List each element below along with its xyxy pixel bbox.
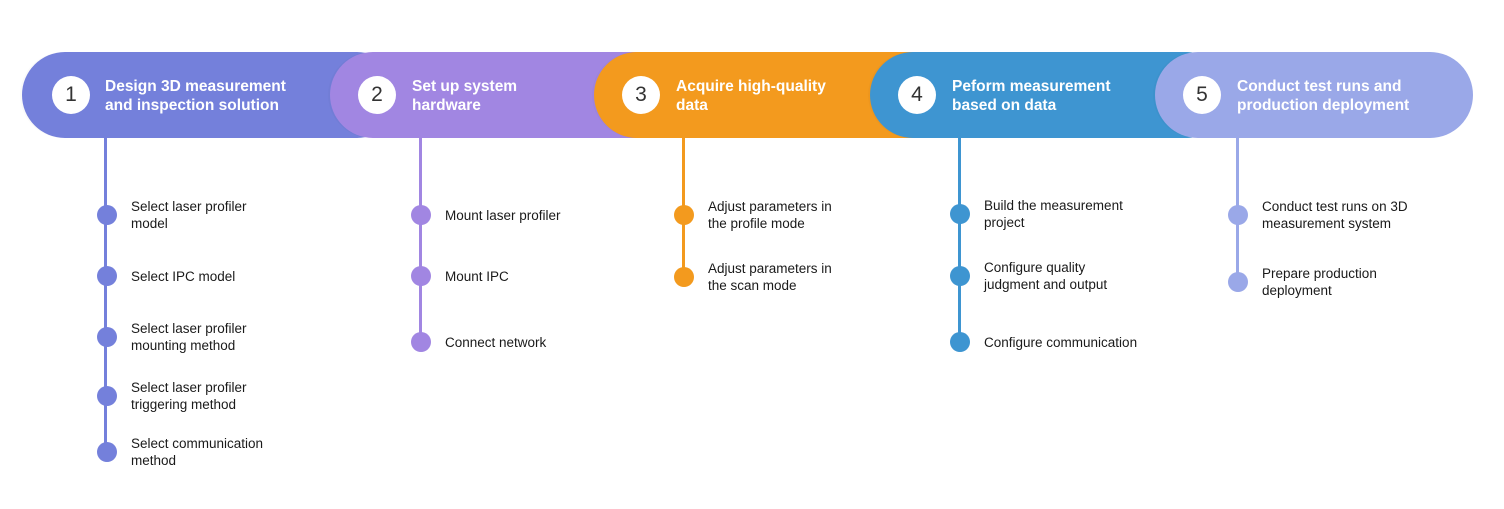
substep-dot — [97, 327, 117, 347]
substep-label: Select IPC model — [131, 268, 236, 284]
substep-dot — [97, 266, 117, 286]
substep-dot — [674, 205, 694, 225]
step-1-stem — [104, 130, 107, 455]
substep-dot — [950, 332, 970, 352]
step-title: Design 3D measurement and inspection sol… — [105, 78, 286, 114]
substep-label: Build the measurement project — [984, 198, 1123, 230]
substep-label: Select laser profiler triggering method — [131, 380, 247, 412]
step-5-pill: 5 Conduct test runs and production deploy… — [1155, 52, 1473, 138]
step-number-badge: 2 — [358, 76, 396, 114]
substep-label: Adjust parameters in the scan mode — [708, 261, 832, 293]
substep-dot — [411, 205, 431, 225]
substep-label: Conduct test runs on 3D measurement syst… — [1262, 199, 1408, 231]
step-title: Peform measurement based on data — [952, 78, 1111, 114]
substep-label: Select laser profiler mounting method — [131, 321, 247, 353]
substep-label: Mount laser profiler — [445, 207, 561, 223]
step-number-badge: 5 — [1183, 76, 1221, 114]
substep-dot — [950, 204, 970, 224]
step-title: Acquire high-quality data — [676, 78, 826, 114]
substep-label: Mount IPC — [445, 268, 509, 284]
substep-dot — [97, 386, 117, 406]
substep-label: Configure quality judgment and output — [984, 260, 1108, 292]
substep-label: Prepare production deployment — [1262, 266, 1377, 298]
substep-dot — [411, 332, 431, 352]
substep-dot — [1228, 205, 1248, 225]
step-title: Conduct test runs and production deploym… — [1237, 78, 1410, 114]
step-title: Set up system hardware — [412, 78, 518, 114]
step-4-stem — [958, 130, 961, 345]
step-number-badge: 1 — [52, 76, 90, 114]
step-number-badge: 3 — [622, 76, 660, 114]
substep-dot — [1228, 272, 1248, 292]
substep-label: Select laser profiler model — [131, 199, 247, 231]
substep-dot — [674, 267, 694, 287]
substep-label: Select communication method — [131, 436, 264, 468]
substep-dot — [97, 442, 117, 462]
step-number-badge: 4 — [898, 76, 936, 114]
step-2-stem — [419, 130, 422, 345]
substep-label: Adjust parameters in the profile mode — [708, 199, 832, 231]
substep-label: Configure communication — [984, 334, 1138, 350]
substep-dot — [97, 205, 117, 225]
substep-label: Connect network — [445, 334, 547, 350]
substep-dot — [950, 266, 970, 286]
substep-dot — [411, 266, 431, 286]
